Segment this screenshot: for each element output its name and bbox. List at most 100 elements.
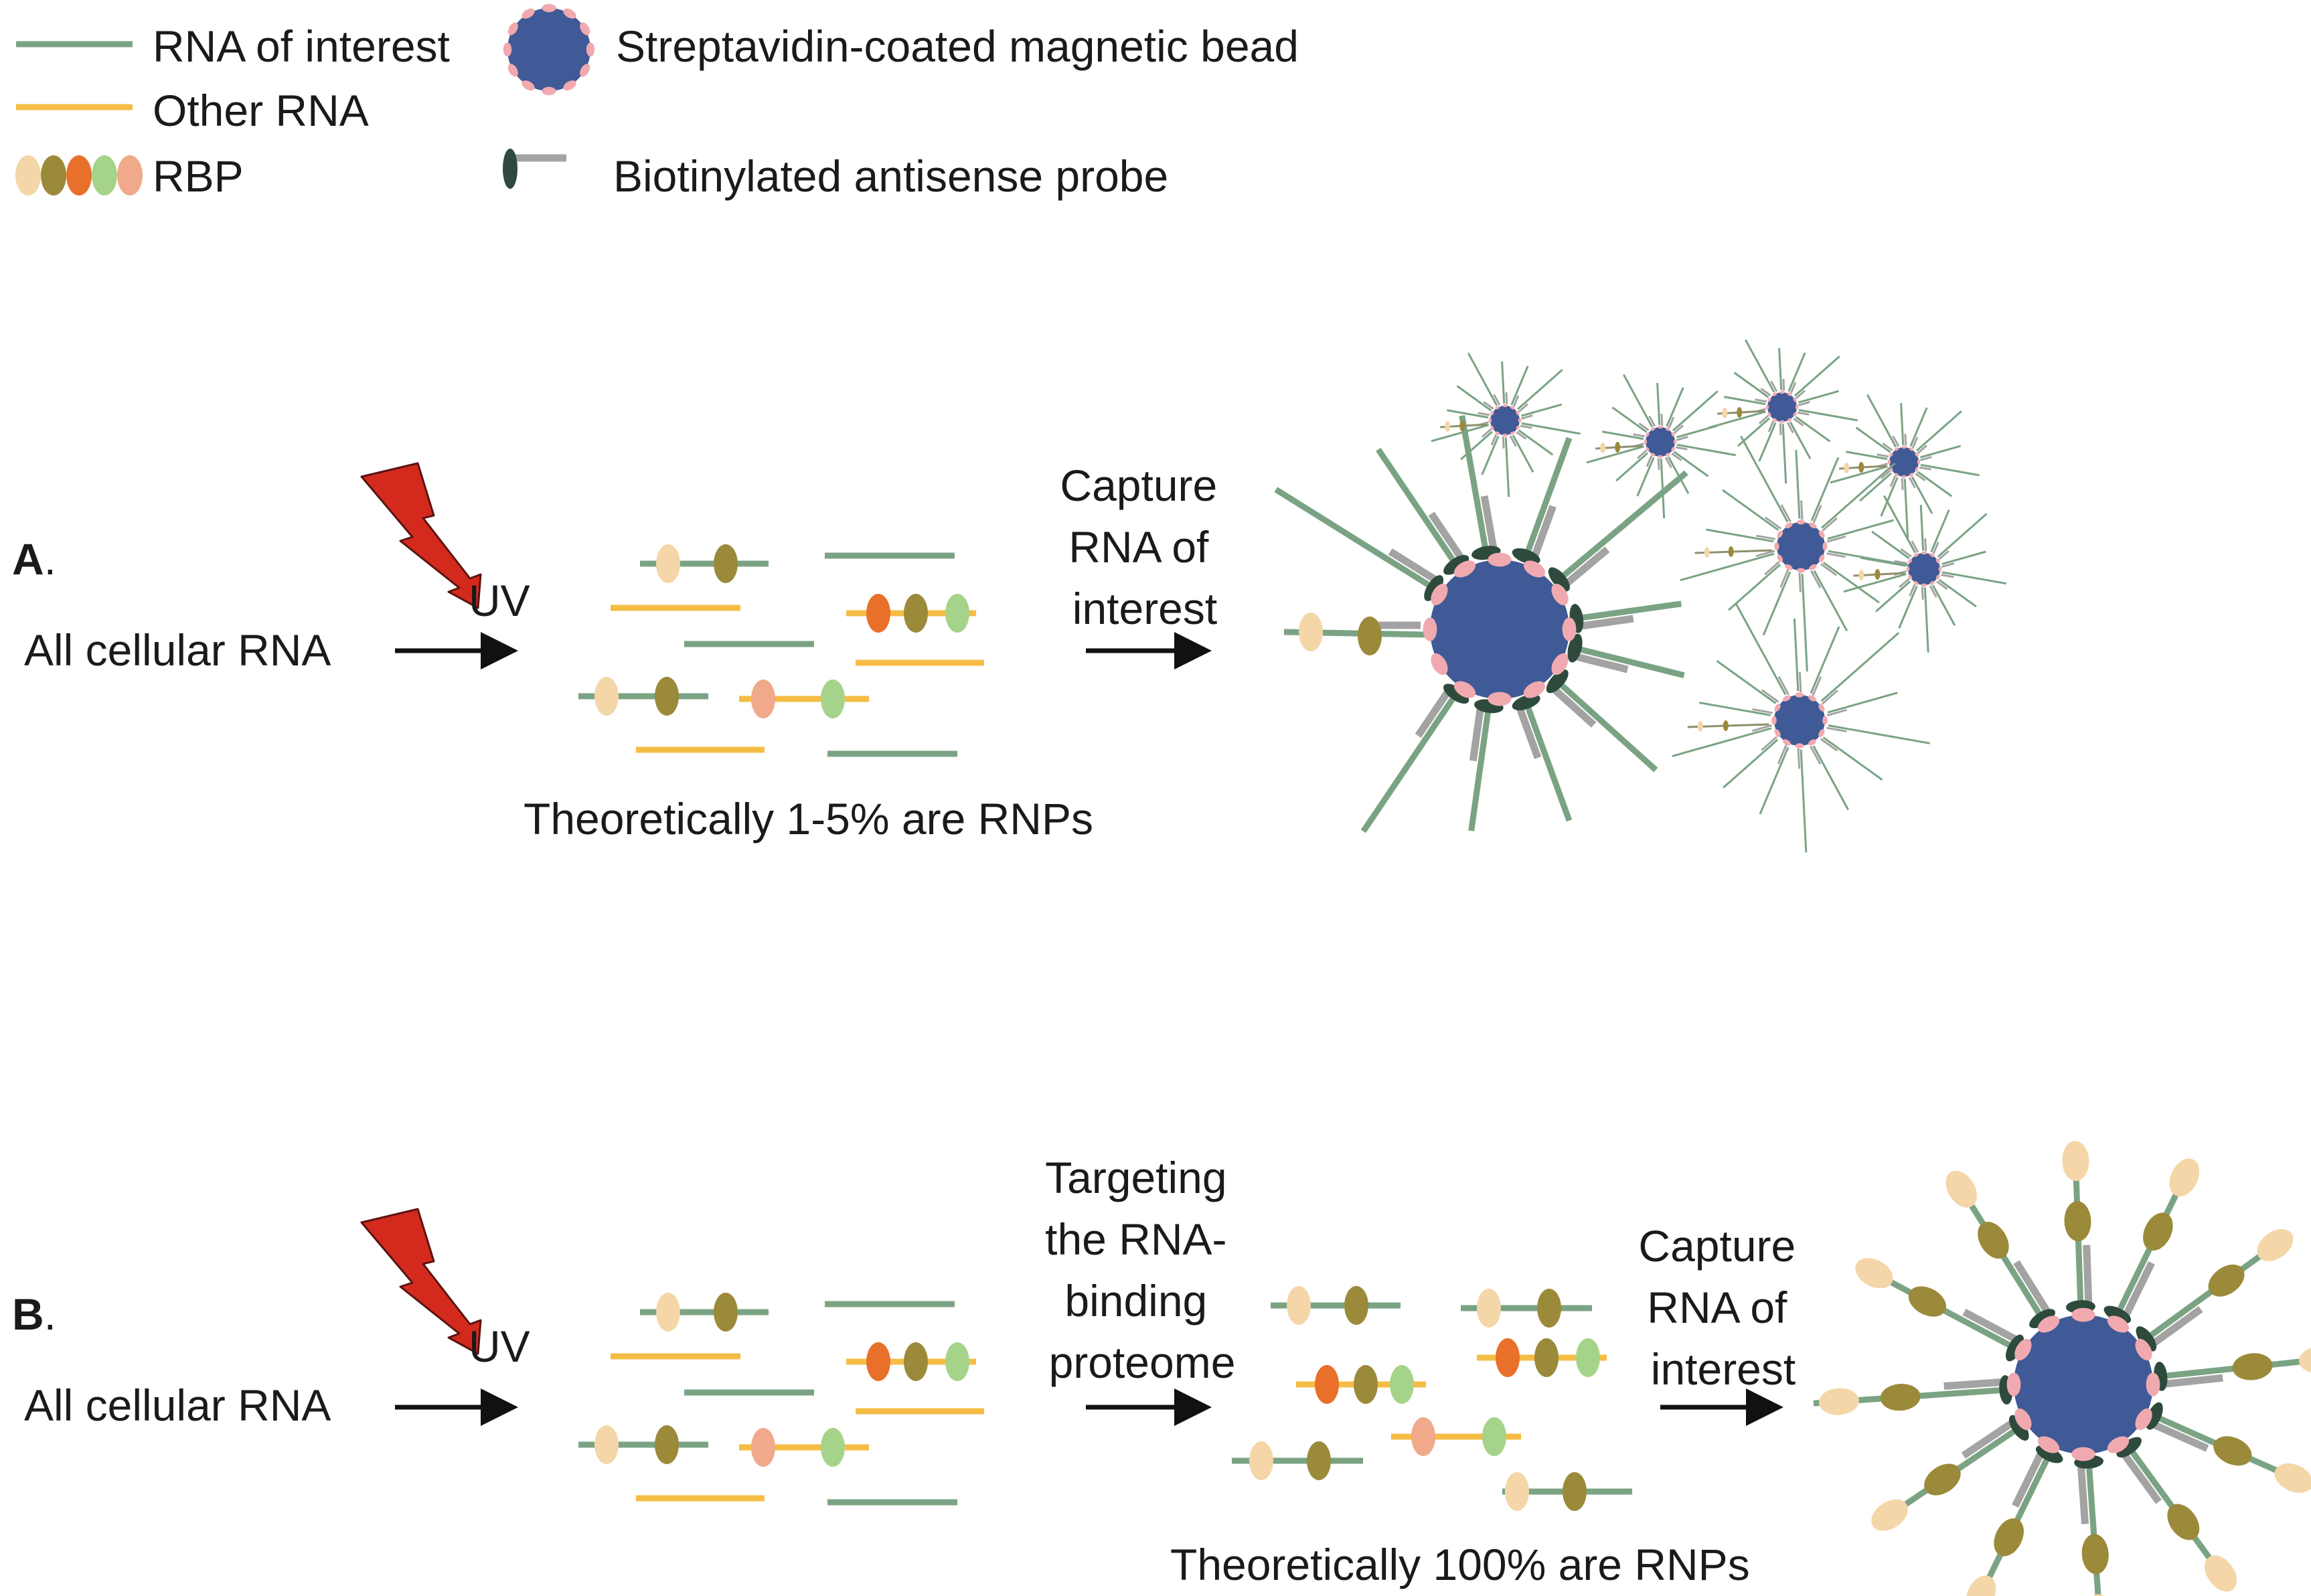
panel-a-small-beads [1431, 339, 2007, 853]
rbp-protein [1315, 1365, 1339, 1404]
bead-dot [1908, 558, 1913, 564]
rbp-protein [2169, 1158, 2200, 1197]
rbp-protein [1411, 1417, 1435, 1456]
bead-dot [1516, 425, 1520, 430]
bead-dot [563, 8, 576, 19]
rbp-protein [1728, 546, 1734, 557]
rbp-protein [1344, 1286, 1368, 1325]
bead-dot [1562, 617, 1577, 641]
bead-dot [1915, 452, 1919, 457]
rbp-protein [2232, 1353, 2273, 1380]
bead-dot [1495, 406, 1500, 410]
rbp-protein [1722, 408, 1728, 418]
bead-dot [1809, 522, 1817, 529]
bead-dot [2071, 1307, 2095, 1322]
panel-b-label: B [12, 1289, 44, 1339]
rbp-protein [1697, 721, 1703, 732]
rbp-protein [1482, 1417, 1506, 1456]
rbp-protein [1576, 1338, 1600, 1377]
bead-dot [1646, 432, 1650, 437]
panel-a-captured-bead [1274, 415, 1688, 833]
bead-dot [563, 80, 576, 91]
probe-rna-hybrid [2136, 1228, 2294, 1352]
rna-of-interest-strand [578, 677, 708, 716]
bead-dot [1777, 554, 1783, 562]
rbp-protein [2257, 1228, 2294, 1261]
bead-dot [1818, 554, 1825, 562]
large-bead [2006, 1307, 2160, 1461]
other-rna-strand [739, 1428, 869, 1467]
bead-dot [1901, 475, 1907, 479]
small-captured-bead [1708, 339, 1858, 484]
rbp-protein [41, 155, 66, 195]
panel-a-uv-label: UV [469, 576, 530, 625]
rna-of-interest-strand [640, 1293, 769, 1332]
probe-rna-hybrid [1360, 684, 1469, 833]
small-captured-bead [1843, 495, 2007, 653]
rbp-protein [1966, 1575, 1996, 1596]
panel-b-label-dot: . [44, 1289, 56, 1339]
small-bead [1771, 692, 1828, 748]
bead-dot [1908, 574, 1913, 580]
rbp-protein [117, 155, 143, 195]
probe-rna-hybrid [1548, 470, 1688, 592]
rbp-protein [1505, 1472, 1529, 1511]
bead-dot [1785, 522, 1793, 529]
bead-dot [1774, 729, 1781, 737]
rbp-protein [1563, 1472, 1587, 1511]
rbp-protein [15, 155, 41, 195]
small-captured-bead [1680, 435, 1925, 672]
rbp-protein [2205, 1555, 2237, 1592]
small-bead [1765, 390, 1799, 424]
rbp-protein [1537, 1289, 1561, 1328]
panel-a-caption: Theoretically 1-5% are RNPs [524, 794, 1093, 844]
rbp-protein [1287, 1286, 1311, 1325]
bead-dot [1921, 583, 1927, 587]
bead-dot [1793, 397, 1797, 402]
bead-dot [1822, 542, 1828, 551]
bead-dot [1783, 739, 1791, 746]
probe-rna-hybrid [1274, 487, 1444, 601]
rbp-protein [92, 155, 117, 195]
rbp-protein [866, 1342, 890, 1381]
bead-dot [1796, 520, 1806, 525]
rbp-protein [945, 1342, 969, 1381]
bead-dot [1502, 404, 1508, 408]
bead-dot [1671, 432, 1675, 437]
rbp-protein [1871, 1499, 1908, 1531]
bead-dot [1795, 404, 1799, 410]
bead-dot [1909, 447, 1914, 451]
bead-dot [1771, 716, 1777, 725]
biotin-anchor [2136, 1326, 2157, 1352]
bead-dot [1929, 553, 1935, 558]
rbp-protein [821, 680, 845, 718]
small-bead [1774, 520, 1828, 573]
bead-dot [1913, 580, 1919, 585]
lightning-bolt-shape [360, 462, 482, 609]
bead-dot [1818, 530, 1825, 538]
bead-core [1490, 406, 1520, 435]
rbp-protein [2274, 1463, 2311, 1493]
bead-dot [1909, 473, 1914, 477]
bead-dot [1502, 433, 1508, 437]
rna-of-interest-strand [578, 1425, 708, 1464]
rbp-protein [904, 1342, 928, 1381]
probe-rna-hybrid [2116, 1437, 2237, 1592]
bead-dot [1551, 653, 1569, 675]
bead-dot [1818, 704, 1825, 712]
bead-dot [1777, 530, 1783, 538]
bead-dot [1795, 743, 1804, 748]
probe-rna-hybrid [1945, 1170, 2055, 1329]
bead-core [1908, 553, 1940, 585]
legend-other-rna-label: Other RNA [153, 86, 369, 135]
bead-dot [2146, 1372, 2160, 1396]
bead-dot [1658, 455, 1663, 459]
rbp-protein [1880, 1384, 1921, 1411]
bead-dot [507, 22, 518, 35]
rbp-protein [1445, 421, 1451, 432]
bead-dot [1665, 427, 1670, 431]
panel-b-captured-bead [1813, 1141, 2311, 1596]
svg-text:B.: B. [12, 1289, 56, 1339]
bead-core [1774, 695, 1825, 746]
probe-rna-hybrid [2146, 1402, 2311, 1493]
